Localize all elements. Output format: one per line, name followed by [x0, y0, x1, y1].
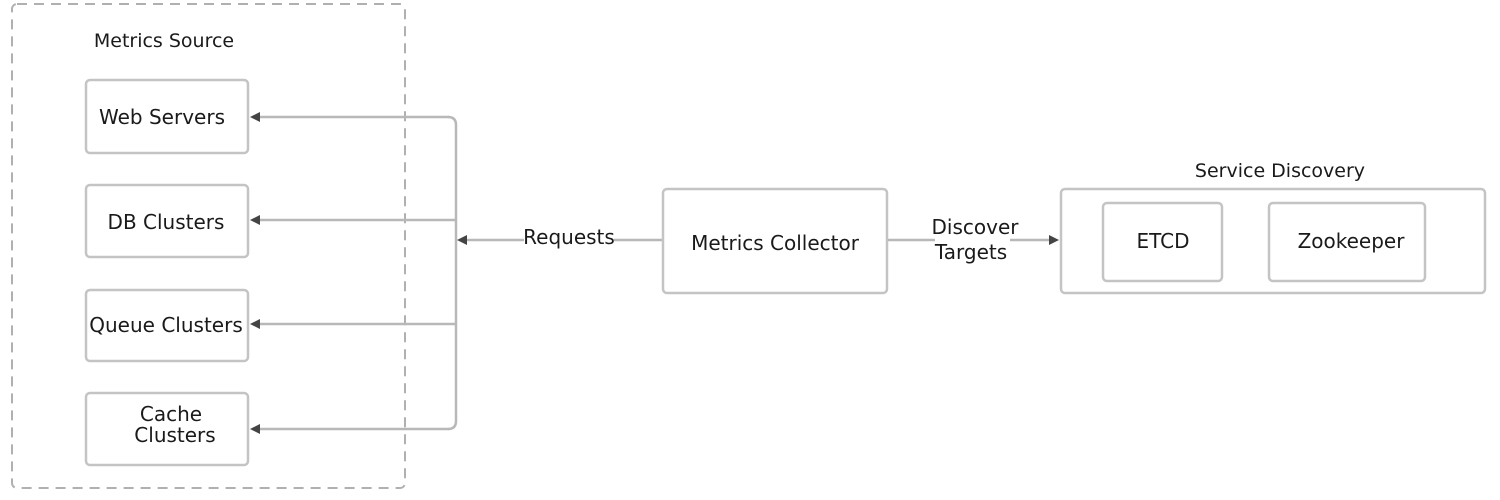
metrics-collector-label: Metrics Collector [691, 231, 860, 255]
arrow-head-db-clusters [250, 215, 260, 225]
zookeeper-box [1267, 201, 1427, 283]
web-servers-box [84, 78, 250, 155]
requests-label: Requests [523, 225, 615, 249]
requests-connector [457, 235, 662, 245]
connector-cache-clusters [447, 240, 458, 431]
cache-clusters-label-line2: Clusters [134, 423, 215, 447]
cache-clusters-label-line1: Cache [140, 402, 202, 426]
arrow-head-queue-clusters [250, 319, 260, 329]
source-connectors [250, 112, 458, 434]
arrow-head-cache-clusters [250, 424, 260, 434]
queue-clusters-box [84, 288, 250, 363]
metrics-source-group [11, 3, 406, 489]
metrics-source-title: Metrics Source [94, 30, 234, 52]
arrow-head-discover [1049, 235, 1059, 245]
cache-clusters-box [84, 391, 250, 467]
db-clusters-box [84, 183, 250, 259]
etcd-label: ETCD [1136, 229, 1189, 253]
discover-targets-label-line1: Discover [932, 215, 1020, 239]
etcd-box [1101, 201, 1224, 283]
queue-clusters-label: Queue Clusters [89, 313, 242, 337]
metrics-collector-box [661, 187, 889, 295]
discover-targets-connector [888, 235, 1059, 245]
db-clusters-label: DB Clusters [108, 210, 225, 234]
service-discovery-title: Service Discovery [1195, 160, 1365, 182]
zookeeper-label: Zookeeper [1298, 229, 1406, 253]
arrow-head-web-servers [250, 112, 260, 122]
arrow-head-requests [457, 235, 467, 245]
connector-web-servers [447, 115, 458, 240]
web-servers-label: Web Servers [99, 105, 225, 129]
discover-targets-label-line2: Targets [934, 240, 1007, 264]
